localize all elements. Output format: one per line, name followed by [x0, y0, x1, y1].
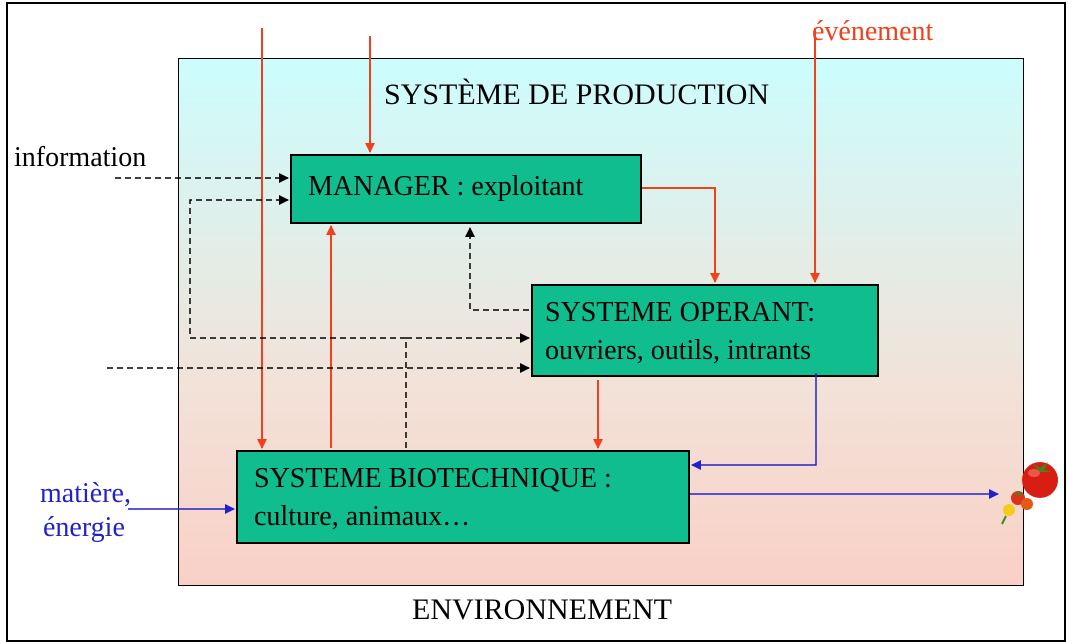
- operant-to-biotech-material-arrow: [691, 373, 817, 470]
- production-system-title: SYSTÈME DE PRODUCTION: [384, 78, 770, 111]
- biotech-subtitle: culture, animaux…: [254, 500, 471, 532]
- operant-to-manager-arrow: [465, 227, 529, 311]
- event-label: événement: [812, 16, 934, 47]
- environment-label: ENVIRONNEMENT: [412, 593, 672, 626]
- operant-title: SYSTEME OPERANT:: [545, 297, 816, 328]
- information-label: information: [14, 142, 147, 173]
- manager-to-operant-arrow: [642, 187, 720, 283]
- feedback-loop-to-manager-arrow: [189, 195, 407, 448]
- operant-system-node: SYSTEME OPERANT: ouvriers, outils, intra…: [531, 284, 879, 377]
- tomato-icon: [1001, 462, 1058, 525]
- operant-subtitle: ouvriers, outils, intrants: [545, 334, 811, 366]
- biotechnical-system-node: SYSTEME BIOTECHNIQUE : culture, animaux…: [236, 450, 690, 544]
- manager-node: MANAGER : exploitant: [290, 154, 642, 224]
- matter-label: matière,: [40, 478, 131, 509]
- biotech-title: SYSTEME BIOTECHNIQUE :: [254, 463, 612, 494]
- energy-label: énergie: [43, 512, 125, 543]
- manager-label: MANAGER : exploitant: [308, 171, 584, 202]
